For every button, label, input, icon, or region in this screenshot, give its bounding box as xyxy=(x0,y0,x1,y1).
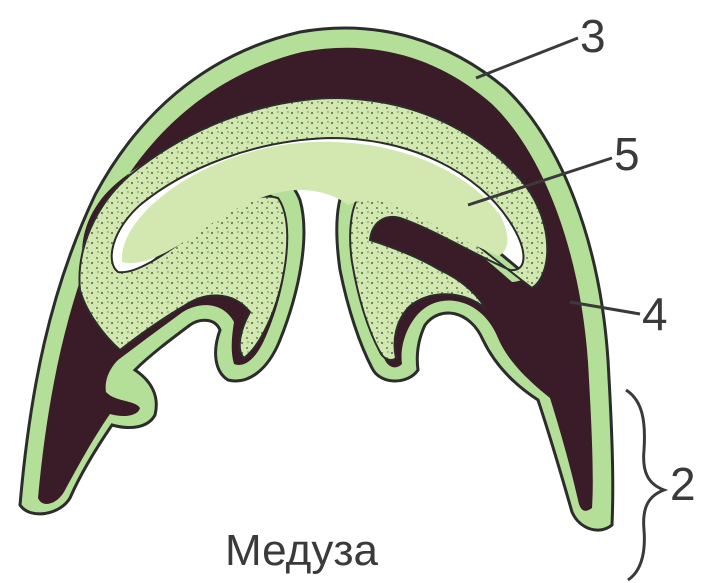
label-5: 5 xyxy=(614,128,640,180)
label-4: 4 xyxy=(642,288,668,340)
figure-caption: Медуза xyxy=(225,526,378,575)
brace-2 xyxy=(626,390,664,580)
leader-line-3 xyxy=(476,38,578,78)
label-3: 3 xyxy=(580,10,606,62)
label-2: 2 xyxy=(670,458,696,510)
